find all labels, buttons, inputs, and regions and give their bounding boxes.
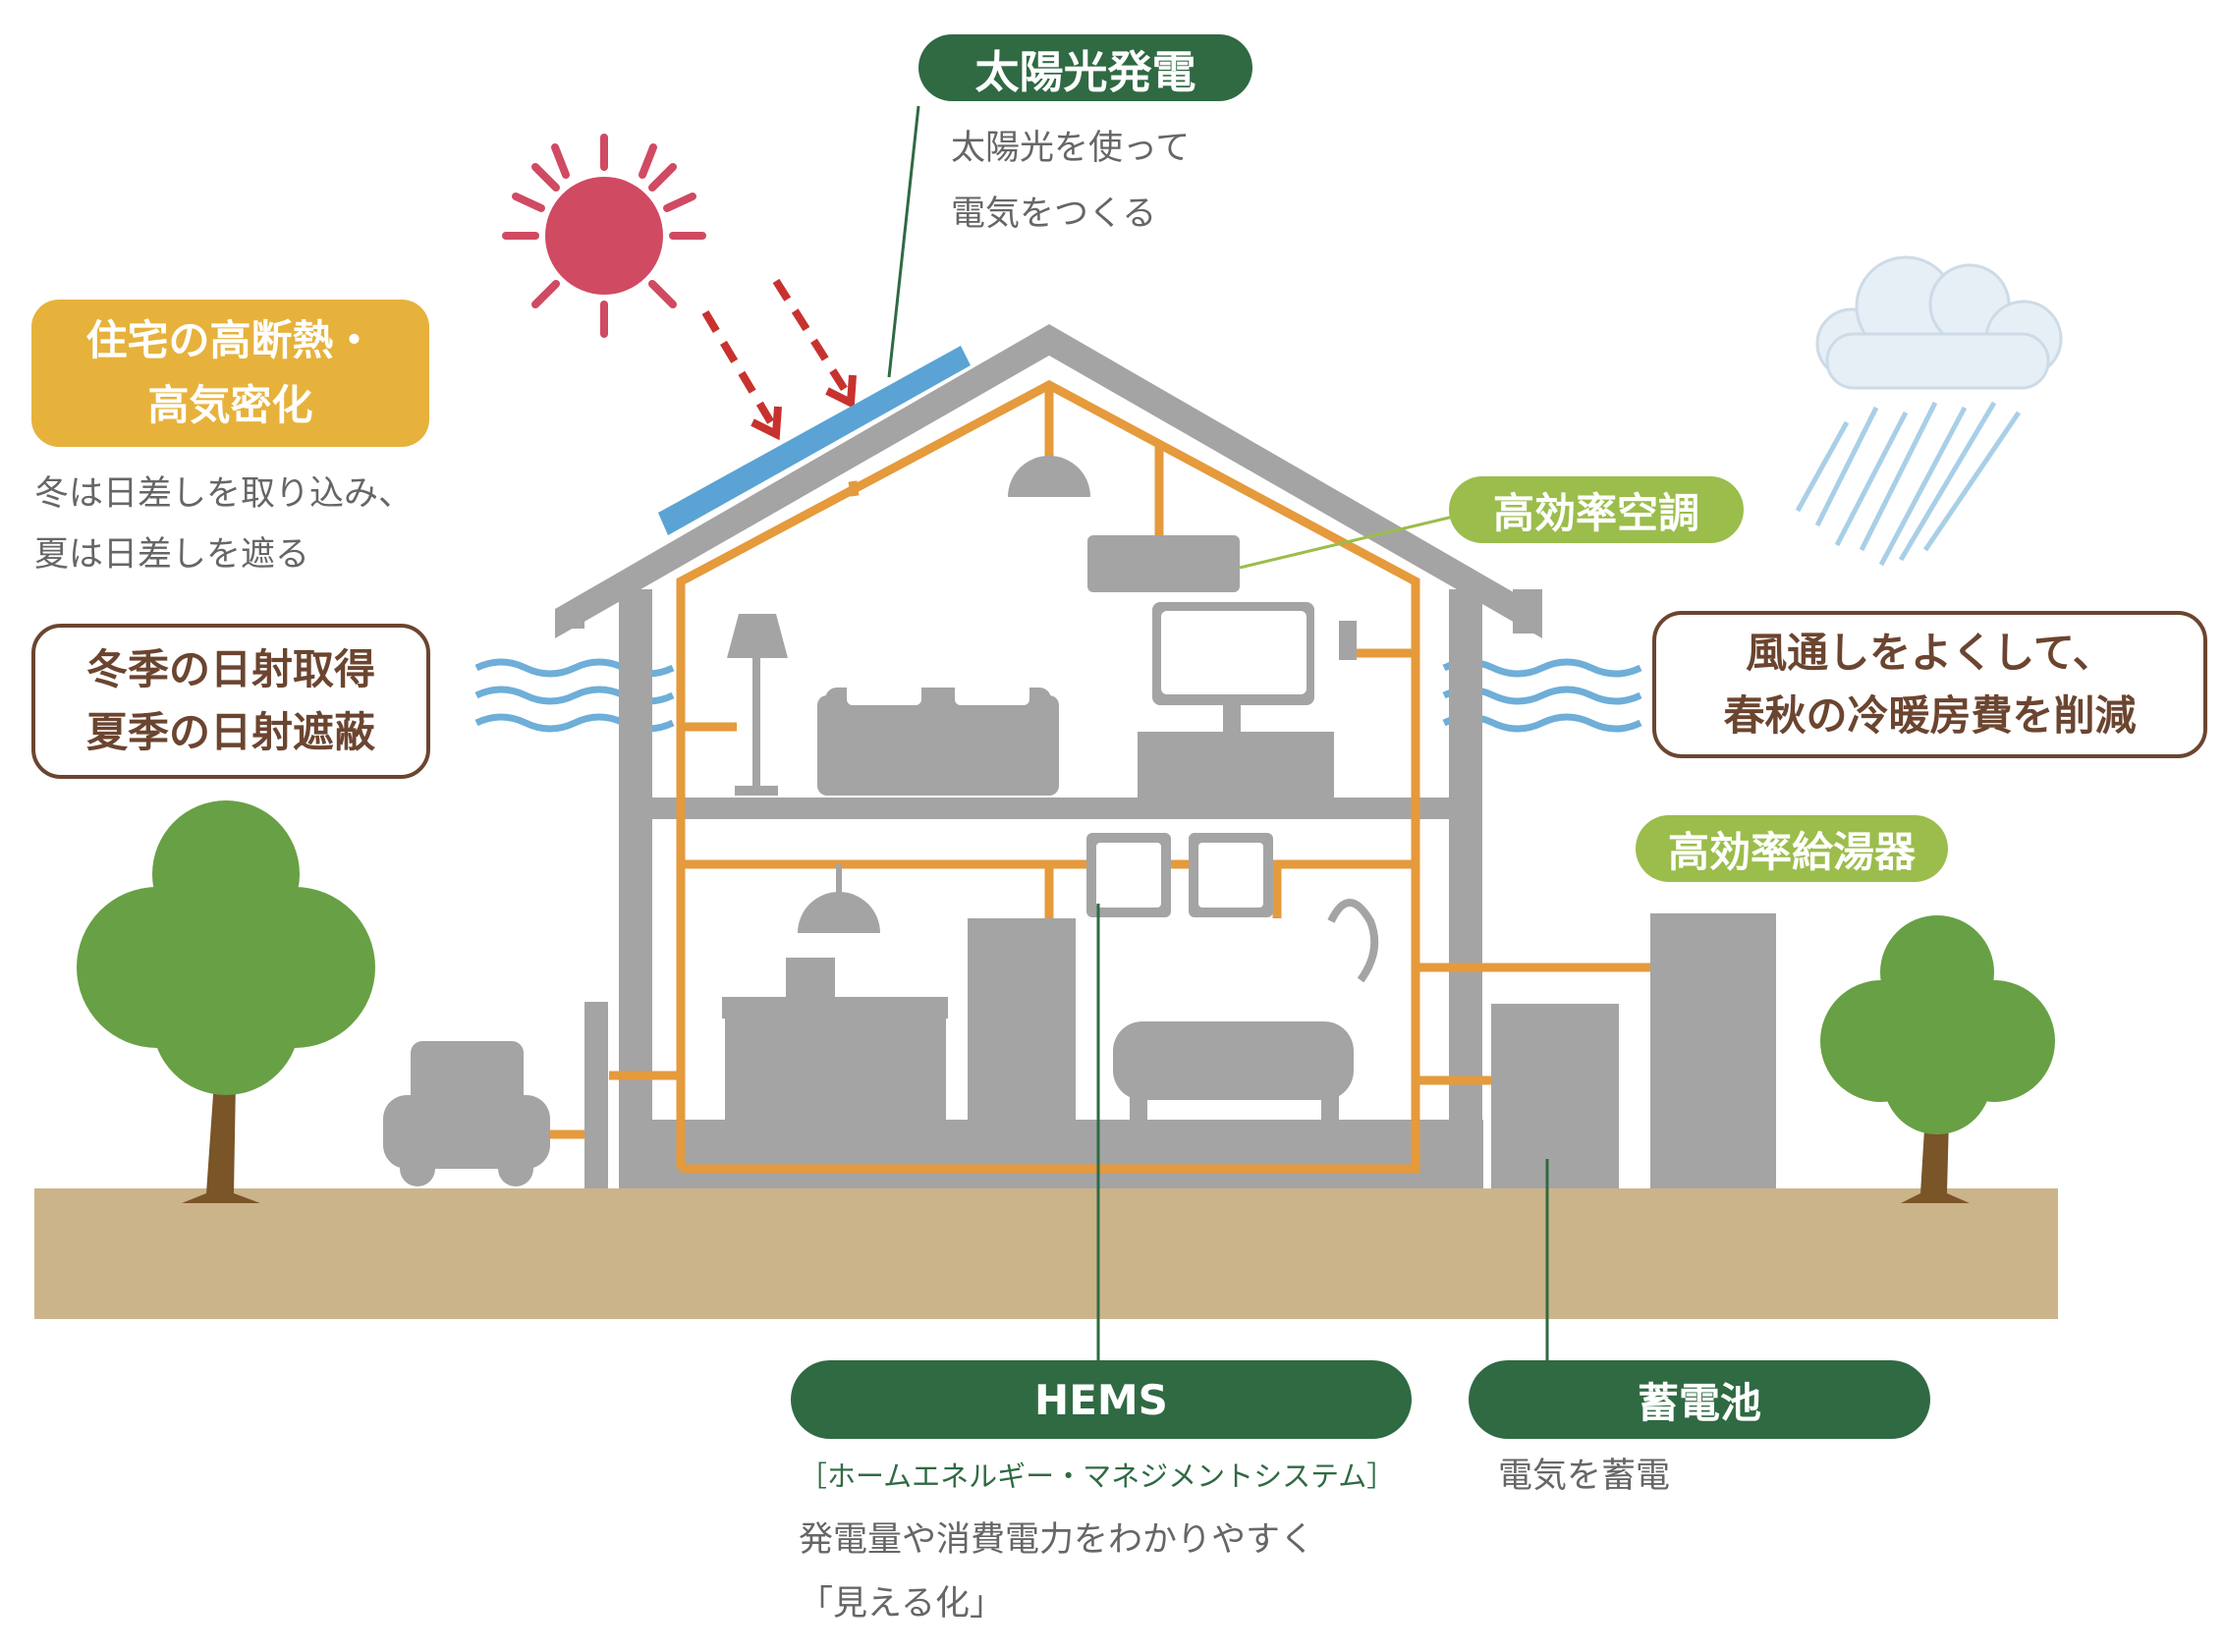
insulation-label: 住宅の高断熱・ 高気密化 bbox=[31, 300, 429, 447]
rain-cloud-icon bbox=[1795, 255, 2063, 567]
solar-power-desc-2: 電気をつくる bbox=[951, 194, 1157, 234]
hems-title: HEMS bbox=[1034, 1375, 1168, 1424]
tree-left bbox=[77, 800, 375, 1203]
water-heater-label: 高効率給湯器 bbox=[1636, 815, 1948, 882]
hems-desc-1: 発電量や消費電力をわかりやすく bbox=[799, 1520, 1315, 1560]
water-heater-title: 高効率給湯器 bbox=[1667, 827, 1916, 876]
insulation-title-2: 高気密化 bbox=[147, 381, 313, 429]
battery-label: 蓄電池 bbox=[1469, 1360, 1930, 1439]
solar-leader-line bbox=[887, 105, 920, 378]
solar-power-desc-1: 太陽光を使って bbox=[951, 129, 1191, 168]
aircon-leader-line bbox=[1239, 512, 1467, 570]
ventilation-label: 風通しをよくして、 春秋の冷暖房費を削減 bbox=[1652, 611, 2207, 758]
tree-right bbox=[1820, 915, 2055, 1203]
ventilation-line-2: 春秋の冷暖房費を削減 bbox=[1723, 691, 2137, 740]
battery-title: 蓄電池 bbox=[1637, 1378, 1761, 1427]
hems-desc-2: 「見える化」 bbox=[799, 1584, 1004, 1624]
sunlight-arrows bbox=[701, 278, 857, 441]
aircon-label: 高効率空調 bbox=[1449, 476, 1744, 543]
insulation-desc-1: 冬は日差しを取り込み、 bbox=[34, 474, 414, 514]
battery-desc: 電気を蓄電 bbox=[1498, 1457, 1671, 1496]
solar-panel bbox=[658, 346, 971, 535]
sunlight-control-label: 冬季の日射取得 夏季の日射遮蔽 bbox=[31, 624, 430, 779]
leader-lines bbox=[1096, 904, 1549, 1360]
sunlight-control-line-1: 冬季の日射取得 bbox=[85, 645, 375, 693]
ground bbox=[34, 1188, 2058, 1319]
wiring bbox=[550, 379, 1650, 1174]
sun-icon bbox=[502, 134, 706, 338]
hems-subtitle: ［ホームエネルギー・マネジメントシステム］ bbox=[799, 1459, 1396, 1493]
sunlight-control-line-2: 夏季の日射遮蔽 bbox=[85, 708, 375, 756]
interior-fixtures bbox=[383, 456, 1776, 1188]
insulation-desc-2: 夏は日差しを遮る bbox=[34, 535, 310, 575]
solar-power-title: 太陽光発電 bbox=[974, 45, 1196, 98]
hems-label: HEMS bbox=[791, 1360, 1412, 1439]
solar-power-label: 太陽光発電 bbox=[918, 34, 1252, 101]
house-structure bbox=[555, 324, 1542, 1188]
aircon-title: 高効率空調 bbox=[1492, 488, 1699, 537]
ventilation-line-1: 風通しをよくして、 bbox=[1746, 629, 2114, 677]
insulation-title-1: 住宅の高断熱・ bbox=[85, 316, 375, 364]
